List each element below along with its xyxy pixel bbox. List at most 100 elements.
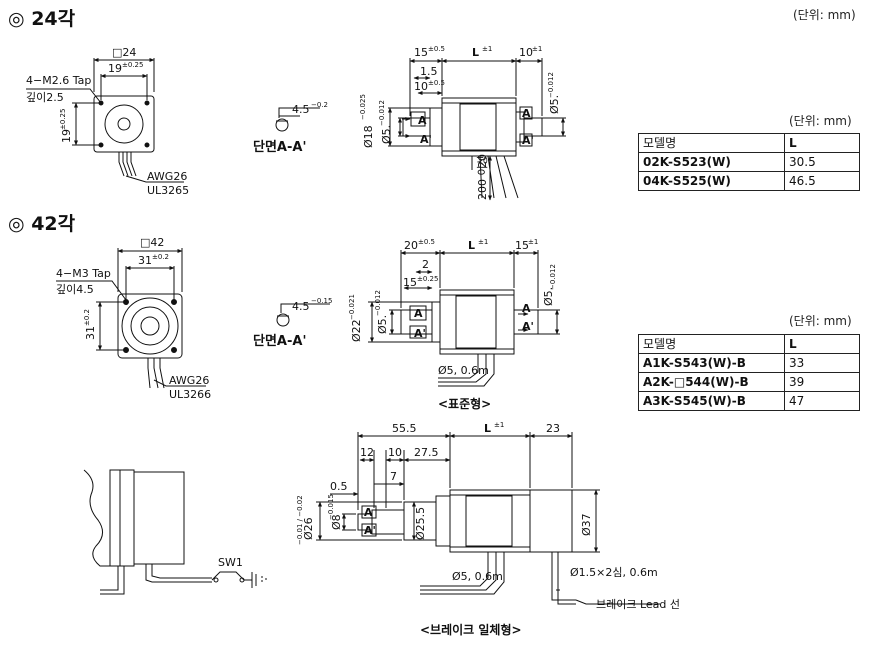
len200-label: 200 이상 — [476, 155, 489, 200]
table42-row-l: 39 — [784, 372, 860, 392]
tol31-label: ±0.2 — [152, 253, 169, 261]
d15-label: 15 — [403, 276, 417, 289]
section24-view — [275, 107, 320, 132]
ul24-label: UL3265 — [147, 184, 189, 197]
depth24-label: 깊이2.5 — [26, 91, 64, 104]
L42-label: L — [468, 239, 475, 252]
L42t-label: ±1 — [478, 238, 488, 246]
dia5rt-42-label: −0.012 — [549, 264, 557, 290]
motor24-side-view — [388, 58, 566, 201]
dia18t-label: −0.025 — [359, 94, 367, 120]
awg42-label: AWG26 — [169, 374, 209, 387]
dim19-label: 19 — [108, 62, 122, 75]
Lb-label: L — [484, 422, 491, 435]
tol19v-label: ±0.25 — [59, 109, 67, 130]
abp-marker: A' — [364, 524, 376, 537]
cableb-label: Ø5, 0.6m — [452, 570, 503, 583]
d2-label: 2 — [422, 258, 429, 271]
table42-row-model: A3K-S545(W)-B — [638, 391, 785, 411]
d20-label: 20 — [404, 239, 418, 252]
d55-label: 55.5 — [392, 422, 417, 435]
square24-label: □24 — [112, 46, 136, 59]
section42-view — [276, 303, 330, 327]
d10r-label: 10 — [519, 46, 533, 59]
dia22-label: Ø22 — [350, 319, 363, 342]
unit-label-top: (단위: mm) — [793, 8, 856, 22]
dia5r-label: Ø5. — [548, 95, 561, 114]
table42: 모델명 L A1K-S543(W)-B 33 A2K-□544(W)-B 39 … — [638, 334, 860, 411]
table24-unit: (단위: mm) — [789, 114, 852, 128]
brake-motor-view — [316, 432, 660, 605]
motor24-front-view — [26, 58, 184, 183]
table24-header-model: 모델명 — [638, 133, 785, 153]
table42-header-model: 모델명 — [638, 334, 785, 354]
brake-caption: <브레이크 일체형> — [420, 622, 522, 637]
table42-unit: (단위: mm) — [789, 314, 852, 328]
ab-marker: A — [364, 506, 373, 519]
d05-label: 0.5 — [330, 480, 348, 493]
table24: 모델명 L 02K-S523(W) 30.5 04K-S525(W) 46.5 — [638, 133, 860, 191]
d27-label: 27.5 — [414, 446, 439, 459]
dia8t-label: −0.015 — [327, 494, 335, 520]
dia5rt-label: −0.012 — [547, 72, 555, 98]
Lbt-label: ±1 — [494, 421, 504, 429]
dia37-label: Ø37 — [580, 513, 593, 536]
d7-label: 7 — [390, 470, 397, 483]
dia26t-label: −0.01 / −0.02 — [296, 495, 304, 545]
a42-marker: A — [414, 307, 423, 320]
section42-caption: 단면A-A' — [253, 333, 306, 349]
awg24-label: AWG26 — [147, 170, 187, 183]
d15t-label: ±0.25 — [417, 275, 438, 283]
table42-row-model: A1K-S543(W)-B — [638, 353, 785, 373]
a24r-marker: A — [522, 107, 531, 120]
a24-marker: A — [418, 114, 427, 127]
d1_5-label: 1.5 — [420, 65, 438, 78]
tap24-label: 4−M2.6 Tap — [26, 74, 91, 87]
dia5t-label: −0.012 — [378, 100, 386, 126]
table42-row-l: 47 — [784, 391, 860, 411]
d15-label: 15 — [414, 46, 428, 59]
d10b-label: 10 — [388, 446, 402, 459]
table42-header-l: L — [784, 334, 860, 354]
lead-label: Ø1.5×2심, 0.6m — [570, 566, 658, 579]
cable42-label: Ø5, 0.6m — [438, 364, 489, 377]
tol19-label: ±0.25 — [122, 61, 143, 69]
dia5-label: Ø5. — [380, 125, 393, 144]
a24rp-marker: A' — [522, 134, 534, 147]
L24t-label: ±1 — [482, 45, 492, 53]
lead-name-label: 브레이크 Lead 선 — [596, 598, 680, 611]
d12-label: 12 — [360, 446, 374, 459]
dim31v-label: 31 — [84, 326, 97, 340]
a42r-marker: A — [522, 302, 531, 315]
square42-label: □42 — [140, 236, 164, 249]
d23-label: 23 — [546, 422, 560, 435]
n20-label: 20 — [476, 154, 489, 168]
dia5t-42-label: −0.012 — [374, 290, 382, 316]
section24-dim: 4.5 — [292, 103, 310, 116]
motor42-side-view — [368, 250, 560, 387]
section24-tol: −0.2 — [311, 101, 328, 109]
section-title-42: ◎ 42각 — [8, 213, 76, 235]
motor42-front-view — [56, 248, 206, 389]
table42-row-model: A2K-□544(W)-B — [638, 372, 785, 392]
table24-row-l: 46.5 — [784, 171, 860, 191]
d15rt-label: ±1 — [528, 238, 538, 246]
a42p-marker: A' — [414, 327, 426, 340]
brake-side-sketch — [83, 469, 267, 595]
dia18-label: Ø18 — [362, 125, 375, 148]
L24-label: L — [472, 46, 479, 59]
section42-dim: 4.5 — [292, 300, 310, 313]
tap42-label: 4−M3 Tap — [56, 267, 111, 280]
dia5r-42-label: Ø5. — [542, 287, 555, 306]
sw1-label: SW1 — [218, 556, 243, 569]
d15r-label: 15 — [515, 239, 529, 252]
dia22t-label: −0.021 — [348, 294, 356, 320]
a24p-marker: A' — [420, 133, 432, 146]
ul42-label: UL3266 — [169, 388, 211, 401]
dia25-label: Ø25.5 — [414, 507, 427, 540]
d10-label: 10 — [414, 80, 428, 93]
caption42: <표준형> — [438, 396, 491, 411]
dia8-label: Ø8 — [330, 514, 343, 530]
d10rt-label: ±1 — [532, 45, 542, 53]
